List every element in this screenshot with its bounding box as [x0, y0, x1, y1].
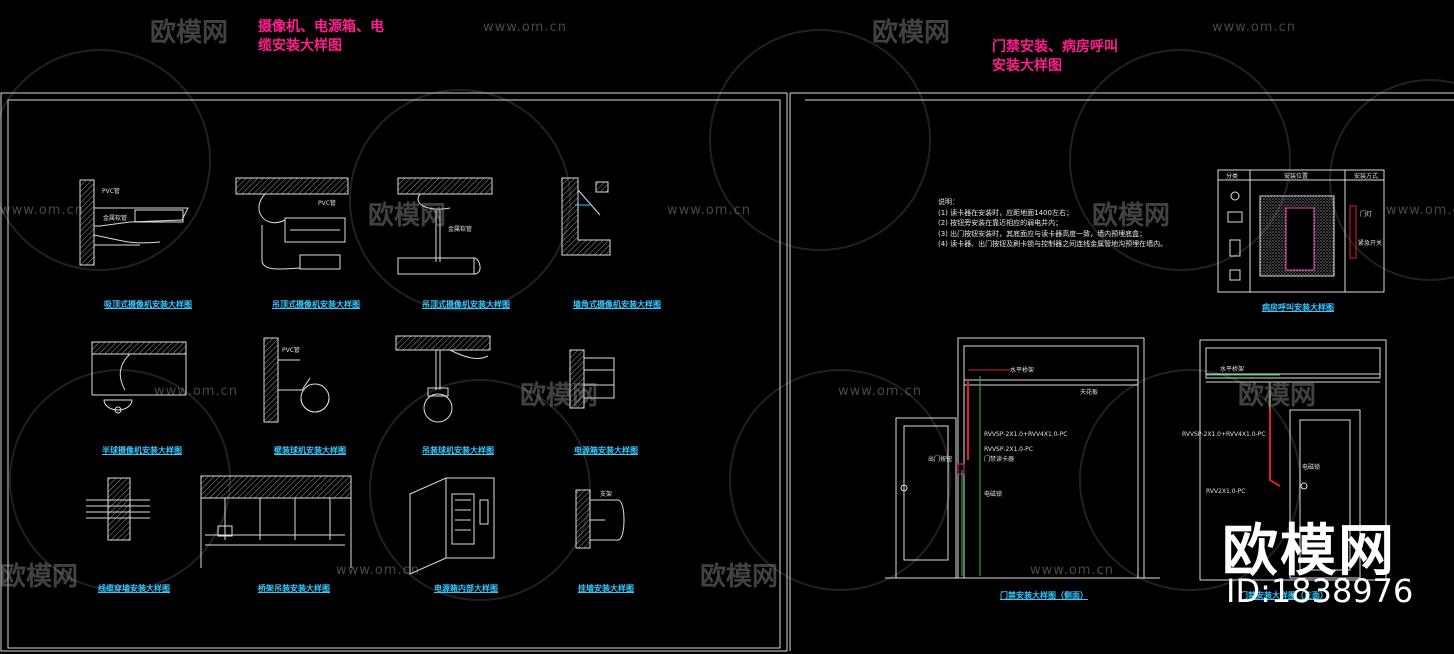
label-bracket: 支架 [600, 491, 613, 498]
watermark-url: www.om.cn [1386, 203, 1454, 218]
detail-caption: 桥架吊装安装大样图 [258, 584, 330, 593]
watermark-brand: 欧模网 [0, 562, 79, 592]
drawing-frames [0, 92, 1454, 652]
watermark-url: www.om.cn [483, 20, 567, 35]
detail-caption: 吊装球机安装大样图 [422, 446, 494, 455]
left-sheet-title: 摄像机、电源箱、电 缆安装大样图 [258, 19, 384, 54]
label-pvc: PVC管 [282, 347, 300, 354]
detail-caption: 吊顶式摄像机安装大样图 [272, 300, 360, 309]
table-side-label: 紧急开关 [1358, 240, 1383, 247]
watermark-brand: 欧模网 [150, 18, 229, 48]
right-sheet-title: 门禁安装、病房呼叫 安装大样图 [992, 39, 1118, 74]
detail-caption: 电源箱安装大样图 [574, 446, 638, 455]
note-line: 说明： [938, 198, 959, 206]
detail-caption: 挂墙安装大样图 [578, 584, 634, 593]
table-header: 安装位置 [1284, 173, 1309, 180]
watermark-brand: 欧模网 [520, 381, 599, 411]
label-card-reader: 门禁读卡器 [984, 456, 1015, 463]
label-cable: RVVSP-2X1.0-PC [984, 446, 1033, 453]
detail-ptz-wall [263, 337, 330, 423]
watermark-url: www.om.cn [154, 384, 238, 399]
detail-power-box [409, 477, 495, 575]
detail-caption: 墙角式摄像机安装大样图 [573, 300, 661, 309]
watermark-brand: 欧模网 [700, 562, 779, 592]
table-side-label: 门灯 [1360, 211, 1373, 218]
note-line: (2) 按钮旁安装在靠近相应的弱电井内； [938, 219, 1063, 227]
watermark-url: www.om.cn [838, 384, 922, 399]
watermark-brand: 欧模网 [1238, 381, 1317, 411]
label-elock: 电磁锁 [1302, 464, 1321, 471]
label-bridge: 水平桥架 [1010, 367, 1035, 374]
note-line: (3) 出门按钮安装时，其底面应与读卡器高度一致，墙内预埋底盒； [938, 229, 1147, 238]
detail-tray-hanger [200, 475, 352, 568]
watermark-url: www.om.cn [1212, 20, 1296, 35]
detail-caption: 吸顶式摄像机安装大样图 [104, 300, 192, 309]
call-caption: 病房呼叫安装大样图 [1262, 303, 1334, 312]
detail-camera-wall-1 [79, 179, 189, 266]
detail-caption: 壁装球机安装大样图 [274, 446, 346, 455]
door-section-side [885, 337, 1160, 579]
resource-id: ID:1838976 [1226, 572, 1414, 610]
door-section-front [1199, 339, 1387, 581]
detail-caption: 半球摄像机安装大样图 [102, 446, 182, 455]
table-header: 分类 [1226, 173, 1239, 180]
detail-caption: 吊顶式摄像机安装大样图 [422, 300, 510, 309]
label-cable: RVVSP-2X1.0+RVV4X1.0-PC [1182, 431, 1266, 438]
door-front-caption: 门禁安装大样图（正面） [1240, 591, 1328, 600]
label-bridge: 水平桥架 [1220, 366, 1245, 373]
call-station-table [1217, 169, 1385, 293]
label-door-btn: 出门按钮 [928, 456, 953, 463]
brand-logo: 欧模网 [1222, 519, 1396, 584]
door-side-caption: 门禁安装大样图（侧面） [1000, 591, 1088, 600]
watermark-brand: 欧模网 [872, 18, 951, 48]
watermark-url: www.om.cn [667, 203, 751, 218]
note-line: (4) 读卡器、出门按钮及刷卡锁与控制器之间连线金属管地沟预埋在墙内。 [938, 240, 1168, 248]
detail-camera-corner [561, 177, 611, 256]
watermark-url: www.om.cn [0, 203, 84, 218]
detail-ptz-ceiling [395, 335, 491, 423]
label-cable: RVVSP-2X1.0+RVV4X1.0-PC [984, 431, 1068, 438]
label-metal-hose: 金属软管 [103, 215, 128, 222]
detail-wall-bracket [575, 489, 625, 549]
note-line: (1) 读卡器在安装时，应距地面1400左右； [938, 208, 1073, 217]
label-metal-hose: 金属软管 [448, 226, 473, 233]
detail-camera-ceiling-2 [397, 177, 493, 275]
detail-caption: 电源箱内部大样图 [434, 584, 498, 593]
watermark-url: www.om.cn [1030, 563, 1114, 578]
table-header: 安装方式 [1354, 173, 1379, 180]
label-cable: RVV2X1.0-PC [1206, 488, 1246, 495]
installation-notes: 说明： (1) 读卡器在安装时，应距地面1400左右； (2) 按钮旁安装在靠近… [938, 197, 1167, 250]
watermark-brand: 欧模网 [1092, 201, 1171, 231]
watermark-brand: 欧模网 [368, 201, 447, 231]
detail-caption: 线缆穿墙安装大样图 [98, 584, 170, 593]
detail-cable-through-wall [86, 477, 150, 541]
label-elock: 电磁锁 [984, 491, 1003, 498]
label-pvc: PVC管 [318, 200, 336, 207]
detail-box-wall [569, 349, 615, 409]
label-ceiling: 天花板 [1080, 389, 1099, 396]
detail-camera-ceiling-1 [235, 177, 349, 270]
watermark-url: www.om.cn [336, 563, 420, 578]
detail-dome-ceiling [91, 341, 187, 414]
label-pvc: PVC管 [102, 188, 120, 195]
